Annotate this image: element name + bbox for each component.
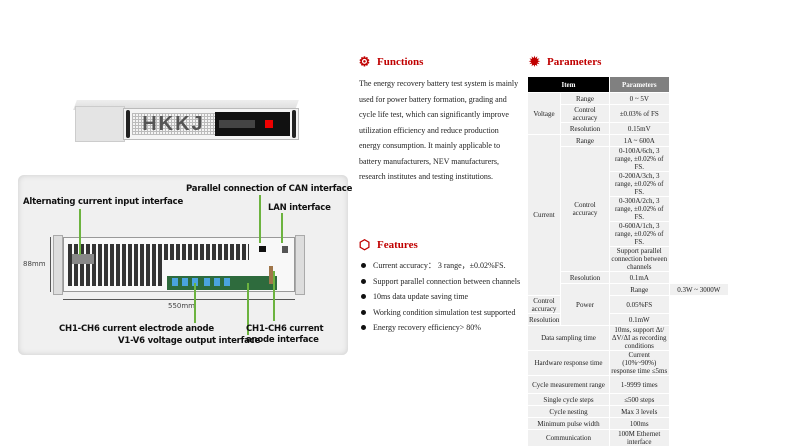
label-ac-input: Alternating current input interface: [23, 197, 184, 207]
channel-connector: [224, 278, 230, 286]
arrow-up: [79, 209, 81, 255]
cell: 0-100A/6ch, 3 range, ±0.02% of FS.: [609, 146, 670, 172]
feature-item: Energy recovery efficiency> 80%: [359, 320, 524, 336]
cell: Minimum pulse width: [527, 417, 610, 430]
current-label: Current: [527, 134, 561, 296]
cell: Cycle measurement range: [527, 375, 610, 394]
cell: Control accuracy: [560, 146, 610, 272]
channel-connector: [204, 278, 210, 286]
cell: 0-200A/3ch, 3 range, ±0.02% of FS.: [609, 171, 670, 197]
cell: 100ms: [609, 417, 670, 430]
cell: Max 3 levels: [609, 405, 670, 418]
cell: 0.15mV: [609, 122, 670, 135]
rear-panel-diagram: 88mm 550mm Alternating current input int…: [18, 175, 352, 355]
channel-connector: [182, 278, 188, 286]
cell: Hardware response time: [527, 350, 610, 376]
lcd-display: [218, 120, 255, 128]
cell: 0-600A/1ch, 3 range, ±0.02% of FS.: [609, 221, 670, 247]
cell: Range: [609, 283, 670, 296]
front-panel: HKKJ: [123, 108, 299, 140]
arrow-down: [247, 283, 249, 335]
cell: Support parallel connection between chan…: [609, 246, 670, 272]
handle: [126, 110, 130, 138]
cell: 0-300A/2ch, 3 range, ±0.02% of FS.: [609, 196, 670, 222]
cell: 1-9999 times: [609, 375, 670, 394]
vent-mesh: [164, 244, 249, 260]
cell: Range: [560, 92, 610, 105]
cell: Resolution: [560, 271, 610, 284]
feature-item: Support parallel connection between chan…: [359, 274, 524, 290]
rear-panel: [63, 237, 295, 292]
vent-mesh: [68, 244, 163, 286]
rack-ear-right: [295, 235, 305, 295]
functions-text: The energy recovery battery test system …: [359, 79, 519, 181]
channel-connector: [172, 278, 178, 286]
voltage-label: Voltage: [527, 92, 561, 135]
feature-item: Working condition simulation test suppor…: [359, 305, 524, 321]
functions-title: Functions: [377, 55, 424, 68]
features-title: Features: [377, 238, 418, 251]
lan-port: [282, 246, 288, 253]
cell: Cycle nesting: [527, 405, 610, 418]
label-voltage-output: V1-V6 voltage output interface: [118, 336, 261, 346]
label-anode-interface: CH1-CH6 current anode interface: [246, 324, 324, 345]
arrow-down: [194, 283, 196, 323]
features-list: Current accuracy： 3 range，±0.02%FS. Supp…: [359, 258, 524, 336]
cell: 1A ~ 600A: [609, 134, 670, 147]
cell: Data sampling time: [527, 325, 610, 351]
functions-icon: ⚙: [358, 54, 371, 69]
arrow-down: [273, 271, 275, 321]
label-lan: LAN interface: [268, 203, 331, 213]
chassis-side: [75, 106, 125, 142]
cell: 0.1mW: [609, 313, 670, 326]
rack-ear-left: [53, 235, 63, 295]
gear-icon: ✹: [529, 54, 540, 69]
ac-input-connector: [72, 254, 94, 264]
product-front-image: HKKJ: [73, 100, 299, 142]
header-parameters: Parameters: [609, 76, 670, 93]
cell: Control accuracy: [560, 104, 610, 123]
label-electrode-anode: CH1-CH6 current electrode anode: [59, 324, 214, 334]
functions-heading: ⚙ Functions: [358, 54, 424, 69]
channel-connector: [214, 278, 220, 286]
cell: Current (10%~90%) response time ≤5ms: [609, 350, 670, 376]
power-label: Power: [560, 283, 610, 326]
cell: Resolution: [560, 122, 610, 135]
cell: Control accuracy: [527, 295, 561, 314]
handle: [292, 110, 297, 138]
arrow-up: [281, 213, 283, 243]
label-can: Parallel connection of CAN interface: [186, 184, 353, 194]
brand-logo: [264, 120, 273, 128]
height-dimension: 88mm: [23, 260, 46, 268]
features-heading: ⬡ Features: [358, 238, 418, 251]
arrow-up: [259, 195, 261, 243]
cell: Communication: [527, 429, 610, 447]
height-dimension-line: [50, 237, 51, 292]
cell: 0.3W ~ 3000W: [668, 283, 729, 296]
cell: Single cycle steps: [527, 393, 610, 406]
width-dimension-line: [63, 299, 295, 300]
cell: Range: [560, 134, 610, 147]
box-icon: ⬡: [358, 237, 371, 252]
cell: 10ms, support Δt/ΔV/ΔI as recording cond…: [609, 325, 670, 351]
cell: 0.1mA: [609, 271, 670, 284]
parameters-title: Parameters: [547, 55, 602, 68]
cell: ±0.03% of FS: [609, 104, 670, 123]
channel-connector: [192, 278, 198, 286]
cell: Resolution: [527, 313, 561, 326]
width-dimension: 550mm: [168, 302, 195, 310]
cell: ≤500 steps: [609, 393, 670, 406]
parameters-heading: ✹ Parameters: [528, 55, 601, 68]
display-panel: [214, 112, 291, 136]
front-grill-logo: HKKJ: [131, 113, 215, 135]
feature-item: 10ms data update saving time: [359, 289, 524, 305]
anode-terminal: [269, 266, 273, 284]
cell: 100M Ethernet interface: [609, 429, 670, 447]
cell: 0.05%FS: [609, 295, 670, 314]
can-port: [259, 246, 266, 252]
feature-item: Current accuracy： 3 range，±0.02%FS.: [359, 258, 524, 274]
cell: 0 ~ 5V: [609, 92, 670, 105]
header-item: Item: [527, 76, 610, 93]
